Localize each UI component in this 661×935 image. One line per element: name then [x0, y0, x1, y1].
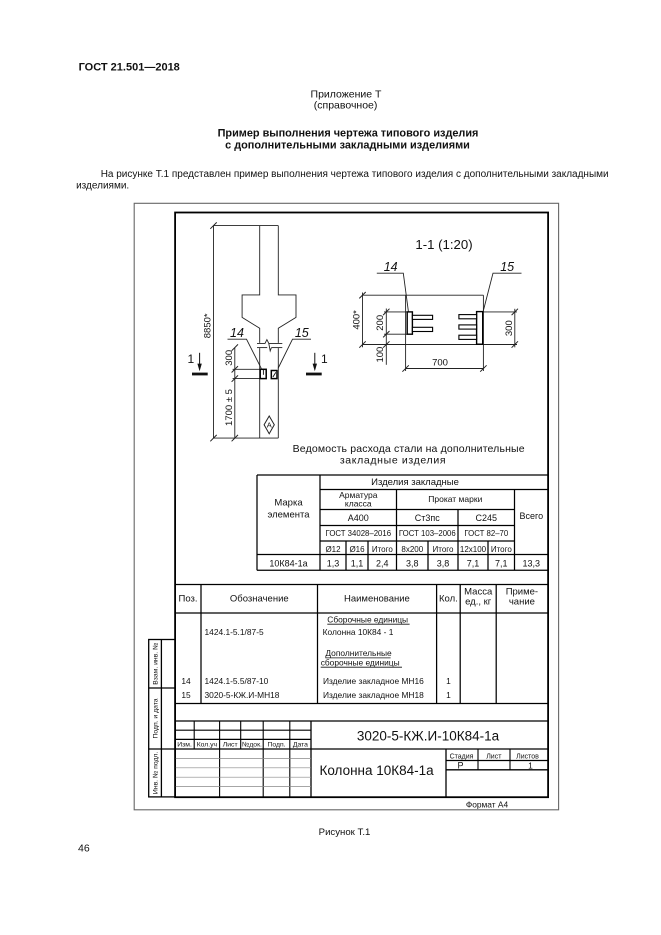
- svg-text:Взам. инв. №: Взам. инв. №: [153, 643, 160, 685]
- svg-text:с дополнительными закладными и: с дополнительными закладными изделиями: [225, 140, 470, 152]
- svg-text:1,1: 1,1: [351, 558, 364, 568]
- svg-text:А: А: [267, 421, 272, 430]
- svg-text:Поз.: Поз.: [179, 593, 198, 604]
- svg-text:сборочные единицы: сборочные единицы: [321, 657, 400, 667]
- svg-text:3,8: 3,8: [406, 558, 419, 568]
- svg-text:Подп.: Подп.: [267, 741, 285, 748]
- svg-text:1: 1: [446, 676, 451, 686]
- svg-text:изделиями.: изделиями.: [76, 180, 129, 191]
- svg-text:Р: Р: [457, 760, 463, 770]
- svg-text:Марка: Марка: [274, 498, 303, 509]
- svg-text:300: 300: [504, 320, 515, 336]
- svg-text:Приложение Т: Приложение Т: [311, 88, 383, 100]
- svg-text:элемента: элемента: [267, 510, 310, 521]
- svg-text:700: 700: [432, 357, 448, 368]
- svg-text:А400: А400: [348, 513, 369, 523]
- svg-text:1-1 (1:20): 1-1 (1:20): [415, 237, 472, 252]
- svg-text:(справочное): (справочное): [314, 99, 378, 111]
- svg-text:класса: класса: [345, 498, 372, 508]
- svg-text:ГОСТ 34028–2016: ГОСТ 34028–2016: [326, 529, 392, 538]
- svg-text:15: 15: [295, 326, 309, 340]
- svg-text:Дата: Дата: [293, 741, 308, 748]
- svg-text:14: 14: [384, 260, 398, 274]
- svg-text:Обозначение: Обозначение: [230, 593, 289, 604]
- svg-text:46: 46: [78, 842, 90, 854]
- svg-text:Лист: Лист: [486, 753, 502, 760]
- svg-text:1424.1-5.5/87-10: 1424.1-5.5/87-10: [205, 676, 269, 686]
- svg-text:10К84-1а: 10К84-1а: [269, 558, 307, 568]
- svg-text:Арматура: Арматура: [339, 490, 378, 500]
- svg-text:Кол.уч: Кол.уч: [197, 741, 218, 748]
- svg-text:1: 1: [321, 352, 328, 366]
- svg-text:На рисунке Т.1 представлен при: На рисунке Т.1 представлен пример выполн…: [101, 169, 609, 180]
- svg-text:Изделие закладное МН16: Изделие закладное МН16: [323, 676, 424, 686]
- svg-text:2,4: 2,4: [376, 558, 389, 568]
- svg-text:Масса: Масса: [464, 587, 493, 598]
- svg-text:3020-5-КЖ.И-10К84-1а: 3020-5-КЖ.И-10К84-1а: [357, 729, 500, 744]
- svg-text:чание: чание: [509, 596, 535, 607]
- svg-text:15: 15: [181, 690, 191, 700]
- svg-text:Дополнительные: Дополнительные: [325, 648, 392, 658]
- svg-text:Стадия: Стадия: [450, 753, 474, 760]
- svg-text:Ведомость расхода стали на доп: Ведомость расхода стали на дополнительны…: [293, 443, 525, 455]
- svg-text:1424.1-5.1/87-5: 1424.1-5.1/87-5: [205, 627, 264, 637]
- svg-text:8850*: 8850*: [203, 313, 214, 338]
- svg-text:300: 300: [224, 350, 235, 366]
- svg-text:1: 1: [187, 352, 194, 366]
- svg-text:ГОСТ 21.501—2018: ГОСТ 21.501—2018: [79, 62, 180, 74]
- svg-text:14: 14: [181, 676, 191, 686]
- svg-text:Подп. и дата: Подп. и дата: [153, 698, 160, 738]
- svg-text:1: 1: [528, 760, 533, 770]
- svg-text:Наименование: Наименование: [344, 593, 410, 604]
- svg-text:№док.: №док.: [242, 741, 262, 748]
- svg-text:13,3: 13,3: [523, 558, 541, 568]
- svg-text:Ø16: Ø16: [349, 545, 365, 554]
- svg-text:Колонна 10К84 - 1: Колонна 10К84 - 1: [323, 627, 394, 637]
- svg-text:100: 100: [375, 347, 386, 363]
- svg-text:1700 ± 5: 1700 ± 5: [224, 389, 235, 426]
- svg-text:Итого: Итого: [433, 545, 455, 554]
- svg-text:С245: С245: [476, 513, 498, 523]
- svg-text:8х200: 8х200: [401, 545, 423, 554]
- svg-text:Листов: Листов: [516, 753, 539, 760]
- svg-text:Пример выполнения чертежа типо: Пример выполнения чертежа типового издел…: [218, 128, 479, 140]
- svg-text:12х100: 12х100: [460, 545, 487, 554]
- svg-text:Ст3пс: Ст3пс: [415, 513, 441, 523]
- svg-text:ГОСТ 82–70: ГОСТ 82–70: [464, 529, 508, 538]
- svg-text:3,8: 3,8: [437, 558, 450, 568]
- svg-text:ед., кг: ед., кг: [465, 596, 492, 607]
- svg-text:Итого: Итого: [491, 545, 513, 554]
- svg-text:Рисунок Т.1: Рисунок Т.1: [319, 827, 371, 838]
- svg-text:Сборочные единицы: Сборочные единицы: [327, 614, 408, 624]
- svg-text:1: 1: [446, 690, 451, 700]
- svg-text:3020-5-КЖ.И-МН18: 3020-5-КЖ.И-МН18: [205, 690, 280, 700]
- svg-text:Лист: Лист: [223, 741, 238, 748]
- svg-text:14: 14: [230, 326, 244, 340]
- svg-text:Изделие закладное МН18: Изделие закладное МН18: [323, 690, 424, 700]
- svg-text:1,3: 1,3: [327, 558, 340, 568]
- svg-text:Изделия закладные: Изделия закладные: [371, 477, 459, 488]
- svg-text:Всего: Всего: [519, 511, 543, 521]
- svg-text:Изм.: Изм.: [177, 741, 192, 748]
- svg-text:Формат А4: Формат А4: [466, 800, 509, 810]
- svg-text:Кол.: Кол.: [439, 593, 458, 604]
- svg-text:ГОСТ 103–2006: ГОСТ 103–2006: [399, 529, 456, 538]
- svg-text:15: 15: [500, 260, 514, 274]
- svg-text:7,1: 7,1: [467, 558, 480, 568]
- svg-text:7,1: 7,1: [495, 558, 508, 568]
- svg-text:Инв. № подл.: Инв. № подл.: [153, 752, 160, 794]
- svg-text:200: 200: [375, 315, 386, 331]
- svg-text:400*: 400*: [352, 310, 363, 330]
- svg-text:Колонна 10К84-1а: Колонна 10К84-1а: [319, 763, 434, 778]
- svg-text:Приме-: Приме-: [506, 587, 538, 598]
- svg-text:Ø12: Ø12: [325, 545, 341, 554]
- svg-text:закладные изделия: закладные изделия: [340, 454, 446, 466]
- svg-text:Прокат марки: Прокат марки: [428, 494, 482, 504]
- svg-text:Итого: Итого: [372, 545, 394, 554]
